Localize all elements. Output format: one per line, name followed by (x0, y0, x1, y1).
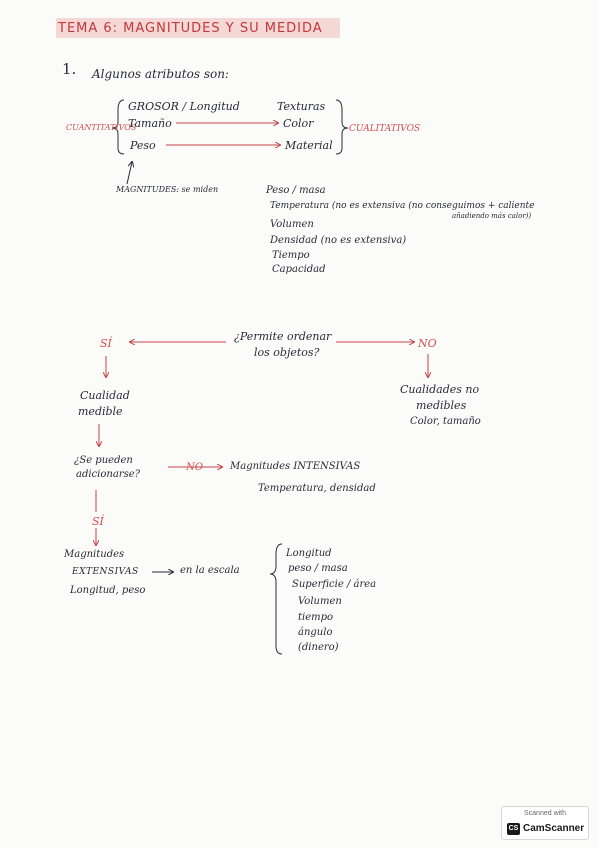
brace-cuantitativos (111, 99, 125, 155)
cuantitativo-item: Tamaño (128, 117, 172, 130)
extensiva-item: Superficie / área (292, 579, 377, 590)
magnitud-item: Densidad (no es extensiva) (270, 235, 407, 246)
scanner-brand: CamScanner (523, 823, 585, 834)
extensiva-item: tiempo (298, 612, 334, 623)
no-label: NO (418, 337, 437, 350)
cuantitativos-label: CUANTITATIVOS (66, 123, 137, 132)
extensiva-item: Longitud (286, 548, 332, 559)
extensivas-example: Longitud, peso (70, 585, 146, 596)
brace-extensivas-list (269, 543, 283, 655)
cualitativo-item: Color (283, 117, 314, 130)
magnitud-item: Tiempo (272, 250, 310, 261)
cualitativo-item: Texturas (277, 100, 326, 113)
section-number: 1. (62, 60, 77, 78)
magnitudes-note: MAGNITUDES: se miden (116, 185, 219, 194)
cualidad-medible: Cualidad (80, 389, 130, 402)
arrow-magnitudes-up (126, 162, 132, 185)
scanner-caption: Scanned with (523, 810, 567, 817)
no-medibles-example: Color, tamaño (410, 416, 481, 427)
question-order-2: los objetos? (254, 346, 320, 359)
intensivas-label: Magnitudes INTENSIVAS (230, 461, 361, 472)
cuantitativo-item: GROSOR / Longitud (128, 100, 240, 113)
cuantitativo-item: Peso (130, 139, 156, 152)
extensiva-item: peso / masa (288, 563, 348, 574)
escala-label: en la escala (180, 565, 240, 576)
magnitud-item: Capacidad (272, 264, 326, 275)
title-highlight (56, 18, 340, 38)
yes-label: SÍ (100, 337, 112, 350)
magnitud-item: Peso / masa (266, 185, 326, 196)
extensivas-label: Magnitudes (64, 549, 125, 560)
cualitativo-item: Material (285, 139, 333, 152)
cualitativos-label: CUALITATIVOS (349, 124, 421, 134)
cualidades-no-medibles: Cualidades no (400, 383, 480, 396)
extensiva-item: (dinero) (298, 642, 339, 653)
camscanner-logo-icon: CS (507, 823, 520, 835)
question-order: ¿Permite ordenar (234, 330, 332, 343)
page-title: TEMA 6: MAGNITUDES Y SU MEDIDA (58, 21, 323, 36)
camscanner-badge: Scanned with CS CamScanner (501, 806, 589, 840)
magnitud-item: añadiendo más calor)) (452, 212, 532, 220)
cualidades-no-medibles: medibles (416, 399, 467, 412)
question-add: adicionarse? (76, 469, 140, 480)
magnitud-item: Temperatura (no es extensiva (no consegu… (270, 201, 535, 211)
brace-cualitativos (335, 99, 349, 155)
extensiva-item: ángulo (298, 627, 333, 638)
magnitud-item: Volumen (270, 219, 314, 230)
yes-label-2: SÍ (92, 515, 104, 528)
extensivas-label: EXTENSIVAS (72, 567, 139, 577)
no-label-2: NO (186, 462, 203, 473)
question-add: ¿Se pueden (74, 455, 133, 466)
intensivas-example: Temperatura, densidad (258, 483, 376, 494)
intro-text: Algunos atributos son: (92, 67, 229, 81)
cualidad-medible: medible (78, 405, 123, 418)
extensiva-item: Volumen (298, 596, 342, 607)
